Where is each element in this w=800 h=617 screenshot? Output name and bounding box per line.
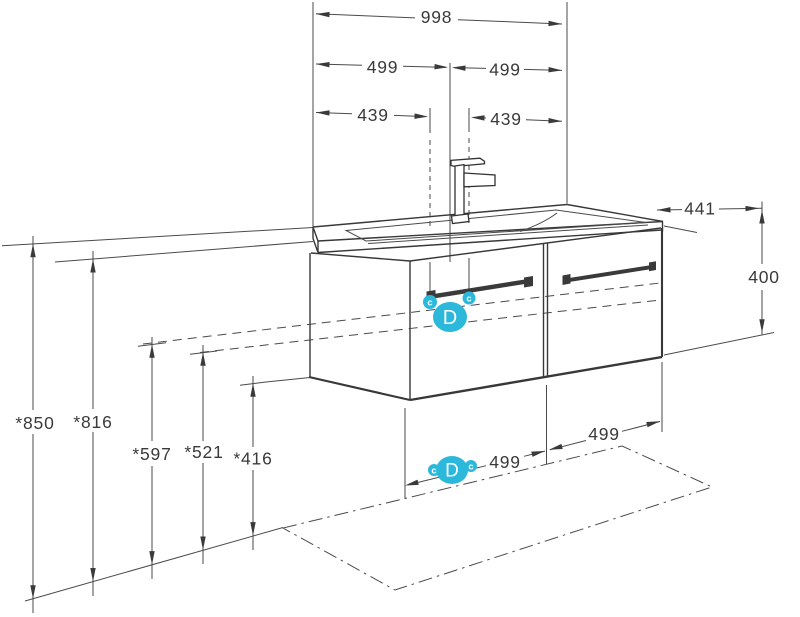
dim-worktop-height: *850: [15, 413, 54, 433]
dim-right-center-width: 439: [490, 109, 522, 129]
right-handle-right-cap: [649, 261, 656, 272]
arrow: [30, 243, 36, 258]
door-divider: [542, 243, 549, 378]
screw-marker-icon: c: [431, 466, 436, 477]
arrow: [759, 210, 765, 224]
arrow: [149, 551, 155, 565]
dim-height: 400: [748, 267, 780, 287]
faucet: [450, 157, 496, 225]
dim-depth: 441: [684, 199, 716, 219]
cabinet: [308, 227, 664, 402]
dim-upper-mount-height: *597: [132, 444, 171, 464]
dim-bottom-right-half: 499: [588, 424, 620, 444]
countertop-right-end-edge: [566, 203, 664, 223]
washbasin-countertop: [312, 203, 664, 254]
bottom-reference-line: [265, 377, 311, 383]
arrow: [90, 259, 96, 273]
countertop-left-end-edge: [312, 226, 319, 242]
countertop-back-edge: [312, 203, 568, 228]
arrow: [30, 585, 36, 599]
screw-marker-icon: c: [427, 298, 432, 309]
arrow: [250, 383, 256, 397]
countertop-left-face: [312, 227, 319, 253]
bottom-dimensions: 499 499: [405, 421, 661, 486]
corner-extension-line: [663, 225, 698, 233]
faucet-base: [450, 213, 470, 225]
basin-inner-rim: [344, 209, 647, 242]
arrow: [434, 63, 448, 70]
dim-bottom-left-half: 499: [489, 452, 521, 472]
screw-marker-icon: c: [466, 294, 471, 305]
right-handle-left-cap: [562, 274, 571, 285]
handle-screw-marker-left[interactable]: [423, 295, 437, 309]
left-handle-right-cap: [524, 276, 533, 288]
arrow: [250, 522, 256, 536]
screw-marker-icon: c: [468, 462, 473, 473]
cabinet-side-top-edge: [310, 252, 411, 262]
floor-footprint: [281, 445, 714, 591]
cabinet-top-reference-line: [54, 241, 314, 263]
top-dimensions: 998 499 499 439 439: [315, 7, 563, 129]
arrow: [549, 443, 563, 450]
basin-slope-curve: [519, 212, 558, 232]
dim-cabinet-bottom-height: *416: [233, 449, 272, 469]
dim-left-center-width: 439: [357, 105, 389, 125]
arrow: [200, 536, 206, 550]
countertop-front-bottom-edge: [317, 229, 663, 254]
floor-screw-marker-right[interactable]: [465, 460, 477, 472]
arrow: [405, 479, 419, 486]
handle-detail-label[interactable]: D: [443, 307, 457, 329]
faucet-column: [454, 163, 465, 219]
arrow: [316, 11, 330, 18]
handle-screw-marker-right[interactable]: [462, 291, 476, 305]
dim-right-half-width: 499: [489, 60, 521, 80]
arrow: [745, 205, 759, 212]
floor-detail-hotspot[interactable]: [436, 456, 468, 484]
basin-front-inner-line: [367, 224, 649, 244]
arrow: [149, 344, 155, 358]
extension-lines: [312, 2, 663, 498]
left-height-dimensions: *850 *816 *597 *521 *416: [1, 227, 314, 613]
right-dimensions: 441 400: [656, 199, 780, 356]
arrow: [548, 20, 562, 27]
arrow: [90, 568, 96, 582]
arrow: [316, 110, 330, 116]
cabinet-front-bottom-edge: [409, 355, 663, 402]
dim-total-width: 998: [421, 7, 453, 27]
upper-mount-hidden-line: [142, 282, 661, 345]
faucet-spout: [463, 172, 496, 188]
arrow: [316, 61, 330, 68]
arrow: [452, 65, 466, 71]
arrow: [548, 117, 562, 124]
arrow: [414, 113, 428, 119]
handle-detail-hotspot[interactable]: [433, 302, 467, 332]
arrow: [471, 115, 485, 121]
arrow: [646, 421, 660, 428]
dim-lower-mount-height: *521: [184, 442, 223, 462]
floor-detail-label[interactable]: D: [445, 461, 459, 482]
hidden-mounting-lines: [142, 282, 661, 353]
lower-mount-hidden-line: [199, 299, 661, 353]
left-door-handle[interactable]: [429, 279, 528, 300]
height-reference-line: [663, 332, 775, 356]
right-door-handle[interactable]: [566, 265, 652, 283]
cabinet-side-bottom-edge: [308, 375, 411, 402]
arrow: [657, 207, 671, 213]
floor-footprint-outline: [281, 445, 714, 591]
tick-521: [189, 350, 218, 355]
dim-left-half-width: 499: [367, 57, 399, 77]
dim-cabinet-top-height: *816: [73, 412, 112, 432]
arrow: [759, 319, 765, 333]
dim-line-998: [315, 13, 563, 25]
floor-line: [24, 527, 284, 602]
arrow: [200, 352, 206, 366]
arrow: [531, 451, 545, 457]
callout-markers: D D c c c c: [423, 291, 477, 484]
arrow: [548, 67, 562, 73]
worktop-reference-line: [1, 227, 314, 247]
